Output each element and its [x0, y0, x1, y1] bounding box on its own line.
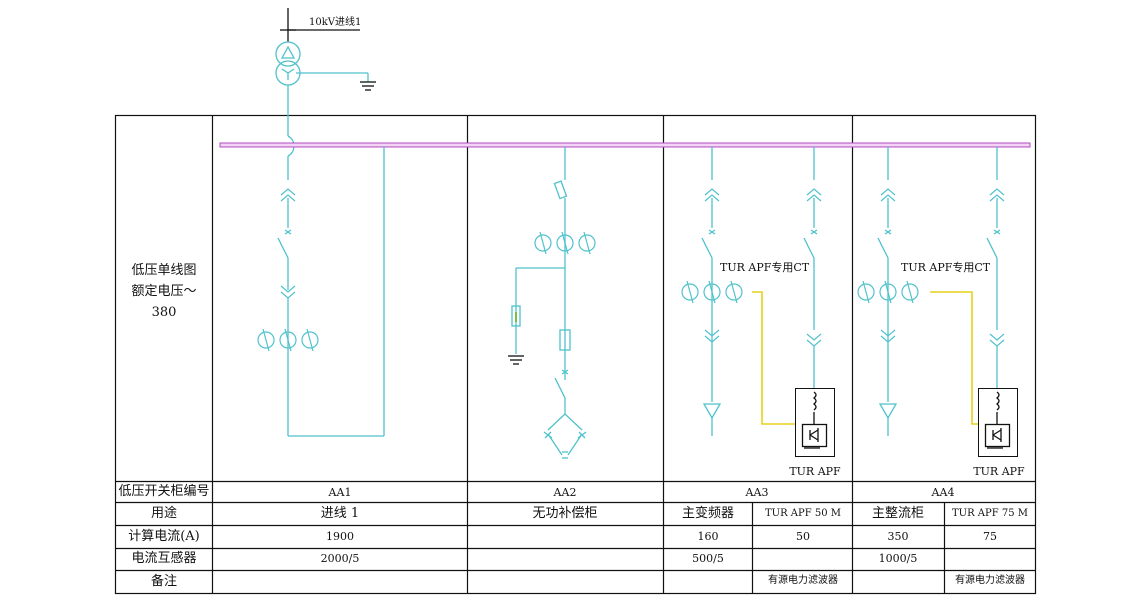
- aa4-main-current: 350: [887, 530, 909, 543]
- aa3-apf-use: TUR APF 50 M: [764, 508, 842, 519]
- aa3-main-use: 主变频器: [681, 506, 735, 521]
- aa4-apf-note: 有源电力滤波器: [955, 575, 1025, 586]
- aa4-apf-current: 75: [983, 530, 997, 543]
- aa4-apf-use: TUR APF 75 M: [951, 508, 1029, 519]
- aa2-use: 无功补偿柜: [532, 506, 598, 521]
- row-header-current: 计算电流(A): [128, 529, 200, 544]
- aa3-apf-ct-label: TUR APF专用CT: [720, 261, 810, 274]
- cabinet-id-aa3: AA3: [745, 486, 769, 499]
- aa1-ct: 2000/5: [320, 552, 360, 565]
- aa3-main-current: 160: [697, 530, 719, 543]
- incoming-label: 10kV进线1: [309, 17, 362, 28]
- cabinet-id-aa2: AA2: [553, 486, 577, 499]
- left-header-line3: 380: [151, 305, 177, 320]
- aa3-apf-box-label: TUR APF: [789, 465, 841, 478]
- row-header-use: 用途: [150, 506, 178, 521]
- incoming-feeder: [275, 8, 376, 180]
- aa4-apf-ct-label: TUR APF专用CT: [901, 261, 991, 274]
- aa4-main-ct: 1000/5: [878, 552, 918, 565]
- aa3-circuit: [681, 147, 835, 457]
- aa4-apf-box-label: TUR APF: [973, 465, 1025, 478]
- aa3-apf-current: 50: [796, 530, 810, 543]
- cabinet-id-aa1: AA1: [328, 486, 352, 499]
- aa4-circuit: [857, 147, 1018, 457]
- cabinet-id-aa4: AA4: [931, 486, 955, 499]
- aa4-main-use: 主整流柜: [871, 506, 925, 521]
- aa1-current: 1900: [326, 530, 354, 543]
- aa1-circuit: [257, 147, 385, 437]
- left-header-line1: 低压单线图: [131, 263, 197, 278]
- aa2-circuit: [508, 147, 596, 459]
- row-header-note: 备注: [150, 574, 178, 589]
- aa1-use: 进线 1: [320, 506, 360, 521]
- table-grid: [114, 114, 1037, 595]
- main-busbar: [219, 142, 1031, 148]
- left-header-line2: 额定电压～: [131, 284, 197, 299]
- row-header-ct: 电流互感器: [131, 551, 197, 566]
- aa3-apf-note: 有源电力滤波器: [768, 575, 838, 586]
- aa3-main-ct: 500/5: [692, 552, 724, 565]
- row-header-cabinet-id: 低压开关柜编号: [118, 484, 210, 499]
